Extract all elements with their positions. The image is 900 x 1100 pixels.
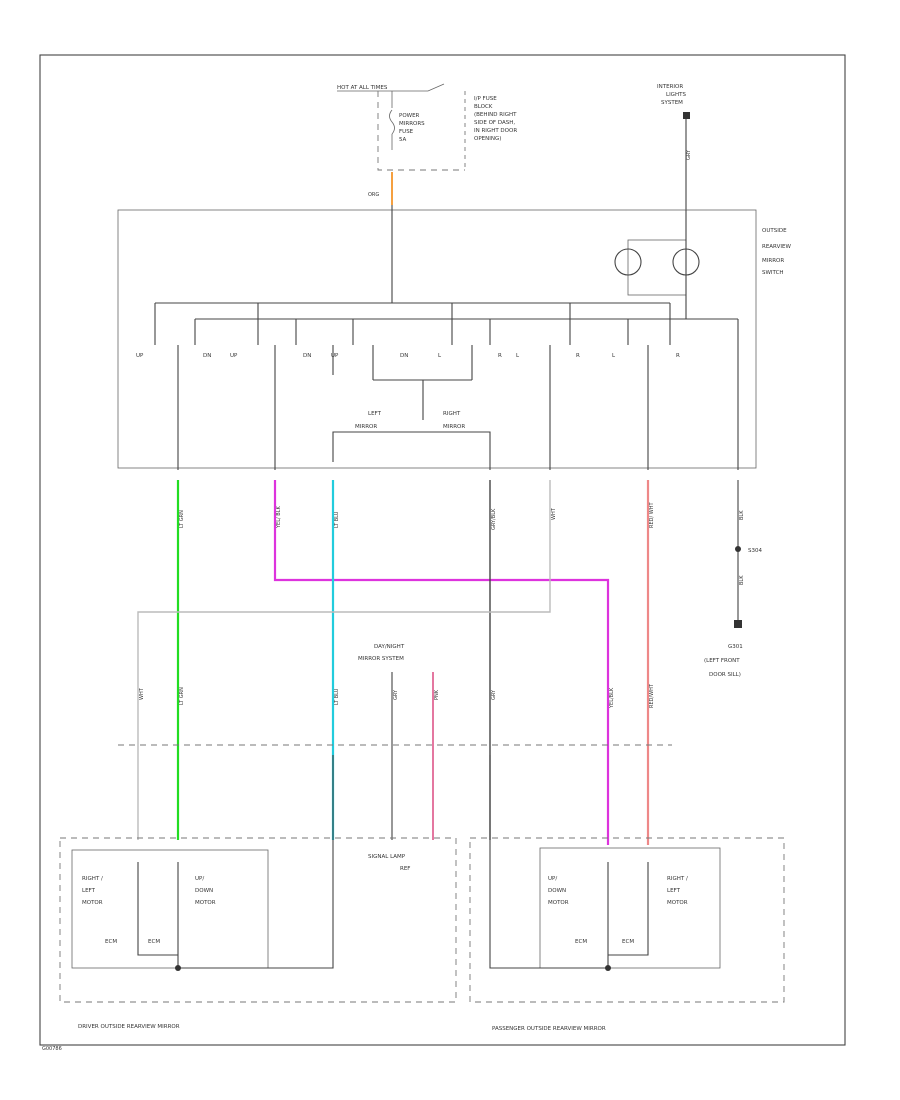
svg-text:LIGHTS: LIGHTS — [666, 92, 686, 98]
switch-contacts — [154, 303, 671, 470]
mirror-switch-title: OUTSIDE REARVIEW MIRROR SWITCH — [762, 228, 791, 276]
fuse-wire-label: ORG — [368, 192, 379, 198]
connector-wire-labels: LT GRN YEL/ BLK LT BLU GRY/BLK WHT RED/ … — [179, 502, 655, 530]
svg-text:YEL/ BLK: YEL/ BLK — [276, 506, 282, 529]
svg-text:ECM: ECM — [148, 939, 160, 945]
svg-text:WHT: WHT — [139, 687, 145, 700]
svg-text:LT GRN: LT GRN — [179, 687, 185, 705]
svg-text:OPENING): OPENING) — [474, 136, 501, 142]
passenger-mirror: UP/ DOWN MOTOR RIGHT / LEFT MOTOR ECM EC… — [469, 755, 785, 1032]
wire-wht — [137, 480, 551, 840]
svg-text:UP/: UP/ — [195, 876, 204, 882]
svg-text:MOTOR: MOTOR — [195, 900, 216, 906]
svg-text:POWER: POWER — [399, 113, 420, 119]
lamp-icon — [614, 248, 642, 276]
svg-text:RIGHT /: RIGHT / — [667, 876, 688, 882]
splice-label: S304 — [748, 548, 762, 554]
svg-text:SWITCH: SWITCH — [762, 270, 784, 276]
mirror-switch-box — [117, 209, 757, 469]
svg-text:UP/: UP/ — [548, 876, 557, 882]
svg-text:MOTOR: MOTOR — [548, 900, 569, 906]
svg-text:YEL/BLK: YEL/BLK — [609, 687, 615, 709]
svg-text:R: R — [676, 353, 680, 359]
figure-code: G00786 — [42, 1046, 62, 1052]
passenger-mirror-title: PASSENGER OUTSIDE REARVIEW MIRROR — [492, 1026, 606, 1032]
svg-text:MIRRORS: MIRRORS — [399, 121, 425, 127]
svg-text:DN: DN — [203, 353, 211, 359]
interior-wire-label: GRY — [686, 149, 692, 160]
direction-labels: UP DN UP DN UP DN L R L R L R — [136, 353, 680, 359]
svg-text:BLK: BLK — [739, 510, 745, 520]
svg-text:L: L — [516, 353, 520, 359]
svg-text:OUTSIDE: OUTSIDE — [762, 228, 787, 234]
svg-text:FUSE: FUSE — [399, 129, 414, 135]
svg-text:GRY/BLK: GRY/BLK — [491, 508, 497, 530]
svg-text:LEFT: LEFT — [667, 888, 681, 894]
svg-text:DOOR SILL): DOOR SILL) — [709, 672, 741, 678]
svg-text:LT BLU: LT BLU — [334, 688, 340, 705]
svg-text:DOWN: DOWN — [195, 888, 213, 894]
svg-text:ECM: ECM — [105, 939, 117, 945]
svg-text:LT GRN: LT GRN — [179, 510, 185, 528]
svg-text:BLOCK: BLOCK — [474, 104, 493, 110]
svg-text:5A: 5A — [399, 137, 406, 143]
svg-text:MIRROR: MIRROR — [443, 424, 465, 430]
svg-text:UP: UP — [331, 353, 339, 359]
svg-text:LEFT: LEFT — [82, 888, 96, 894]
svg-text:LT BLU: LT BLU — [334, 511, 340, 528]
svg-text:MOTOR: MOTOR — [82, 900, 103, 906]
mirror-selector: LEFT MIRROR RIGHT MIRROR — [332, 380, 491, 470]
svg-text:REARVIEW: REARVIEW — [762, 244, 791, 250]
svg-text:RIGHT: RIGHT — [443, 411, 461, 417]
svg-text:I/P FUSE: I/P FUSE — [474, 96, 497, 102]
signal-reference: DAY/NIGHT MIRROR SYSTEM GRY PNK — [358, 644, 440, 840]
svg-text:PNK: PNK — [434, 689, 440, 700]
svg-text:INTERIOR: INTERIOR — [657, 84, 683, 90]
svg-text:(BEHIND RIGHT: (BEHIND RIGHT — [474, 112, 517, 118]
ground-circuit: BLK BLK S304 G301 (LEFT FRONT DOOR SILL) — [704, 480, 762, 678]
svg-text:SIGNAL LAMP: SIGNAL LAMP — [368, 854, 406, 860]
hot-at-all-times-label: HOT AT ALL TIMES — [337, 85, 388, 91]
svg-text:REF: REF — [400, 866, 410, 872]
svg-text:R: R — [576, 353, 580, 359]
harness-wire-labels: WHT LT GRN LT BLU GRY YEL/BLK RED/WHT — [139, 683, 655, 709]
switch-illumination-lamps — [614, 210, 700, 319]
svg-text:(LEFT FRONT: (LEFT FRONT — [704, 658, 740, 664]
svg-text:UP: UP — [136, 353, 144, 359]
svg-text:RED/WHT: RED/WHT — [649, 683, 655, 708]
svg-text:MIRROR: MIRROR — [762, 258, 784, 264]
svg-text:MIRROR: MIRROR — [355, 424, 377, 430]
svg-text:SIDE OF DASH,: SIDE OF DASH, — [474, 120, 515, 126]
svg-text:UP: UP — [230, 353, 238, 359]
driver-mirror: SIGNAL LAMP REF RIGHT / LEFT MOTOR UP/ D… — [59, 755, 457, 1030]
svg-text:DAY/NIGHT: DAY/NIGHT — [374, 644, 405, 650]
ground-id: G301 — [728, 644, 743, 650]
driver-mirror-title: DRIVER OUTSIDE REARVIEW MIRROR — [78, 1024, 180, 1030]
svg-text:DOWN: DOWN — [548, 888, 566, 894]
svg-text:L: L — [438, 353, 442, 359]
svg-text:GRY: GRY — [393, 689, 399, 700]
svg-text:BLK: BLK — [739, 575, 745, 585]
svg-text:DN: DN — [303, 353, 311, 359]
diagram-frame — [39, 54, 846, 1046]
svg-text:LEFT: LEFT — [368, 411, 382, 417]
svg-text:R: R — [498, 353, 502, 359]
fuse-block: HOT AT ALL TIMES POWER MIRRORS FUSE 5A I… — [337, 83, 517, 171]
svg-text:SYSTEM: SYSTEM — [661, 100, 683, 106]
svg-text:WHT: WHT — [551, 507, 557, 520]
interior-lights-system: INTERIOR LIGHTS SYSTEM GRY — [657, 84, 692, 210]
svg-text:RED/ WHT: RED/ WHT — [649, 502, 655, 528]
svg-text:ECM: ECM — [622, 939, 634, 945]
svg-text:DN: DN — [400, 353, 408, 359]
svg-text:MIRROR SYSTEM: MIRROR SYSTEM — [358, 656, 404, 662]
svg-text:IN RIGHT DOOR: IN RIGHT DOOR — [474, 128, 517, 134]
svg-text:GRY: GRY — [491, 689, 497, 700]
wire-yel-blk — [273, 480, 610, 845]
svg-text:MOTOR: MOTOR — [667, 900, 688, 906]
svg-text:L: L — [612, 353, 616, 359]
svg-text:RIGHT /: RIGHT / — [82, 876, 103, 882]
svg-text:ECM: ECM — [575, 939, 587, 945]
